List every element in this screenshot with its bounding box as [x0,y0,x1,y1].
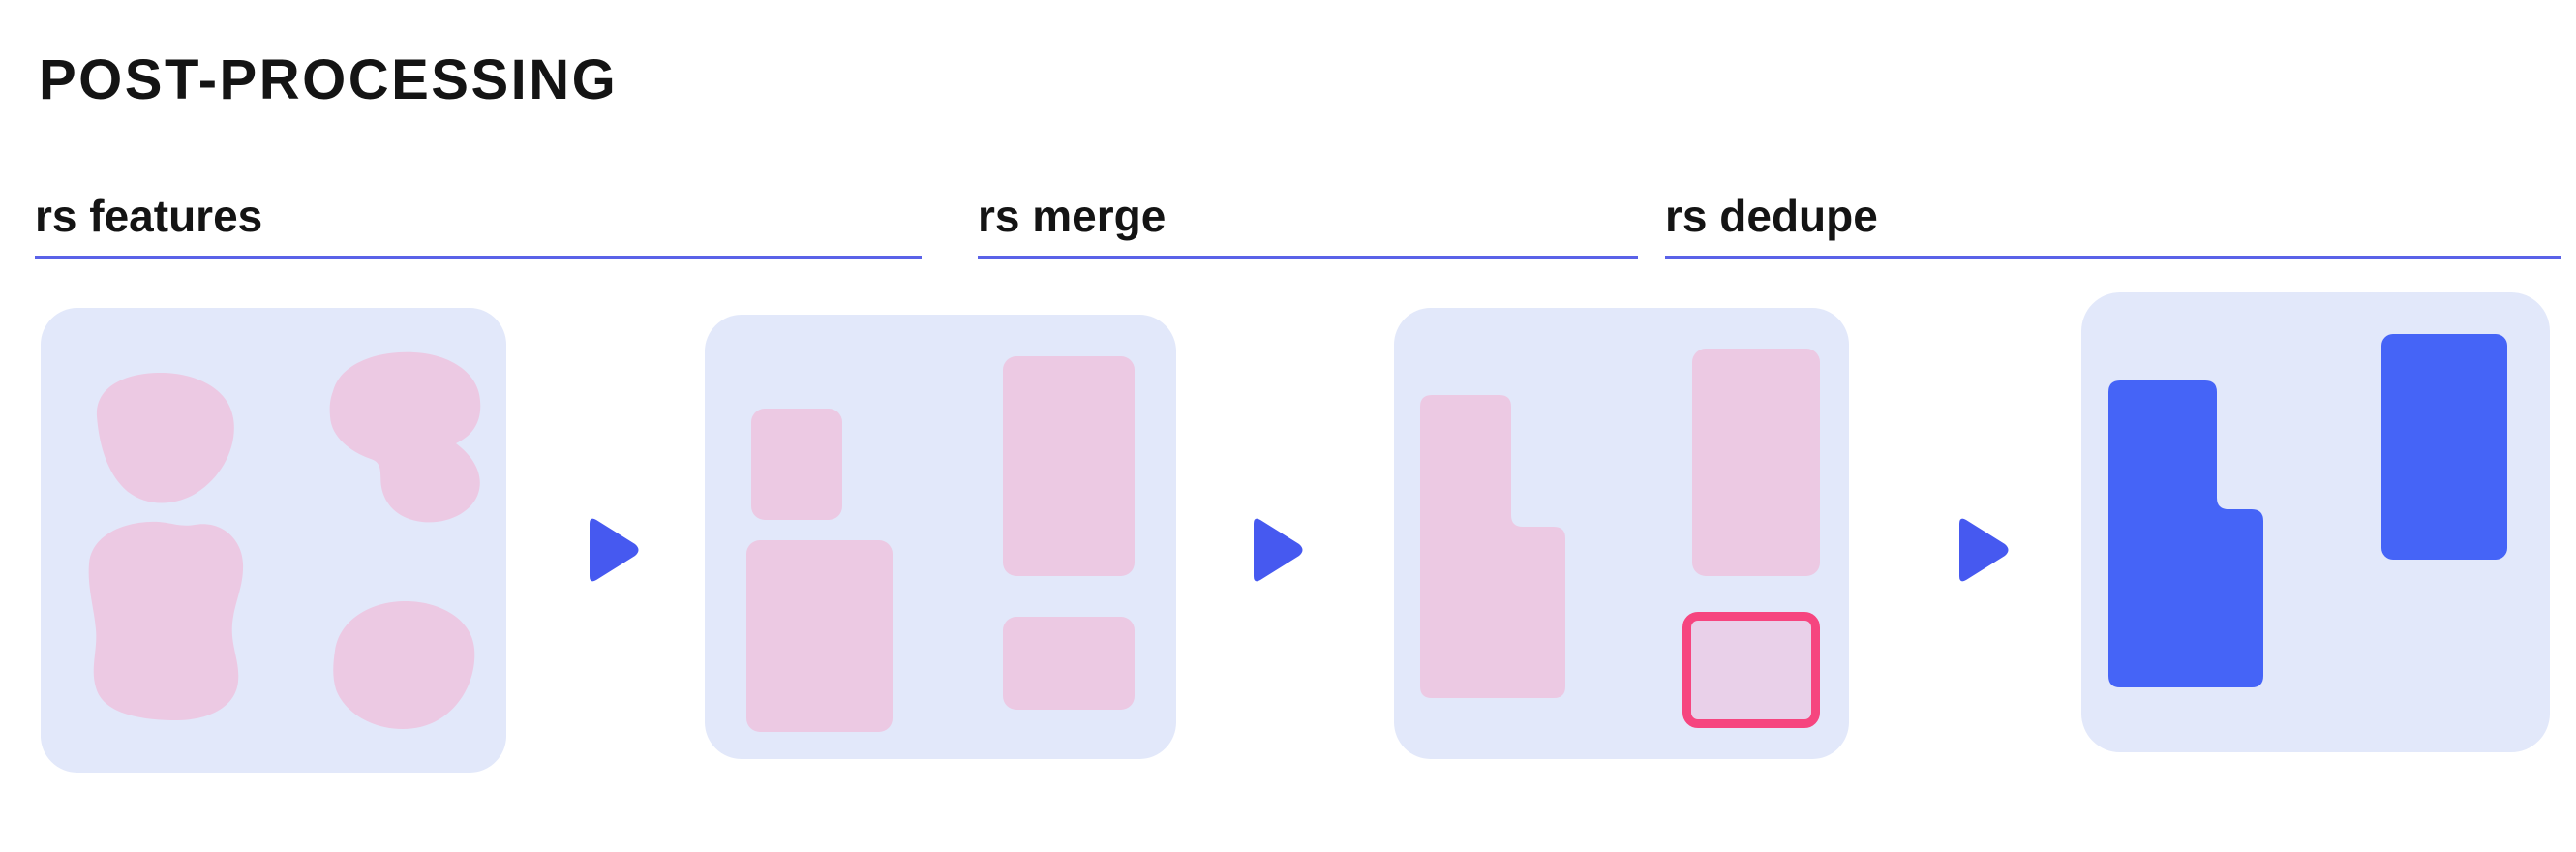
region-rect [1003,356,1135,576]
page-title: POST-PROCESSING [39,48,619,111]
step-underline-rs-merge [978,256,1638,259]
duplicate-highlight-rect [1682,612,1820,728]
arrow-right-icon [1254,518,1303,582]
region-rect [1692,349,1820,576]
region-rect-blue [2381,334,2507,560]
region-rect [751,409,842,520]
step-label-rs-features: rs features [35,191,263,241]
arrow-right-icon [1959,518,2009,582]
step-underline-rs-dedupe [1665,256,2561,259]
stage-card-features-input [41,308,506,773]
region-rect [1003,617,1135,710]
step-label-rs-merge: rs merge [978,191,1167,241]
step-label-rs-dedupe: rs dedupe [1665,191,1878,241]
step-underline-rs-features [35,256,922,259]
arrow-right-icon [590,518,639,582]
region-rect [746,540,893,732]
